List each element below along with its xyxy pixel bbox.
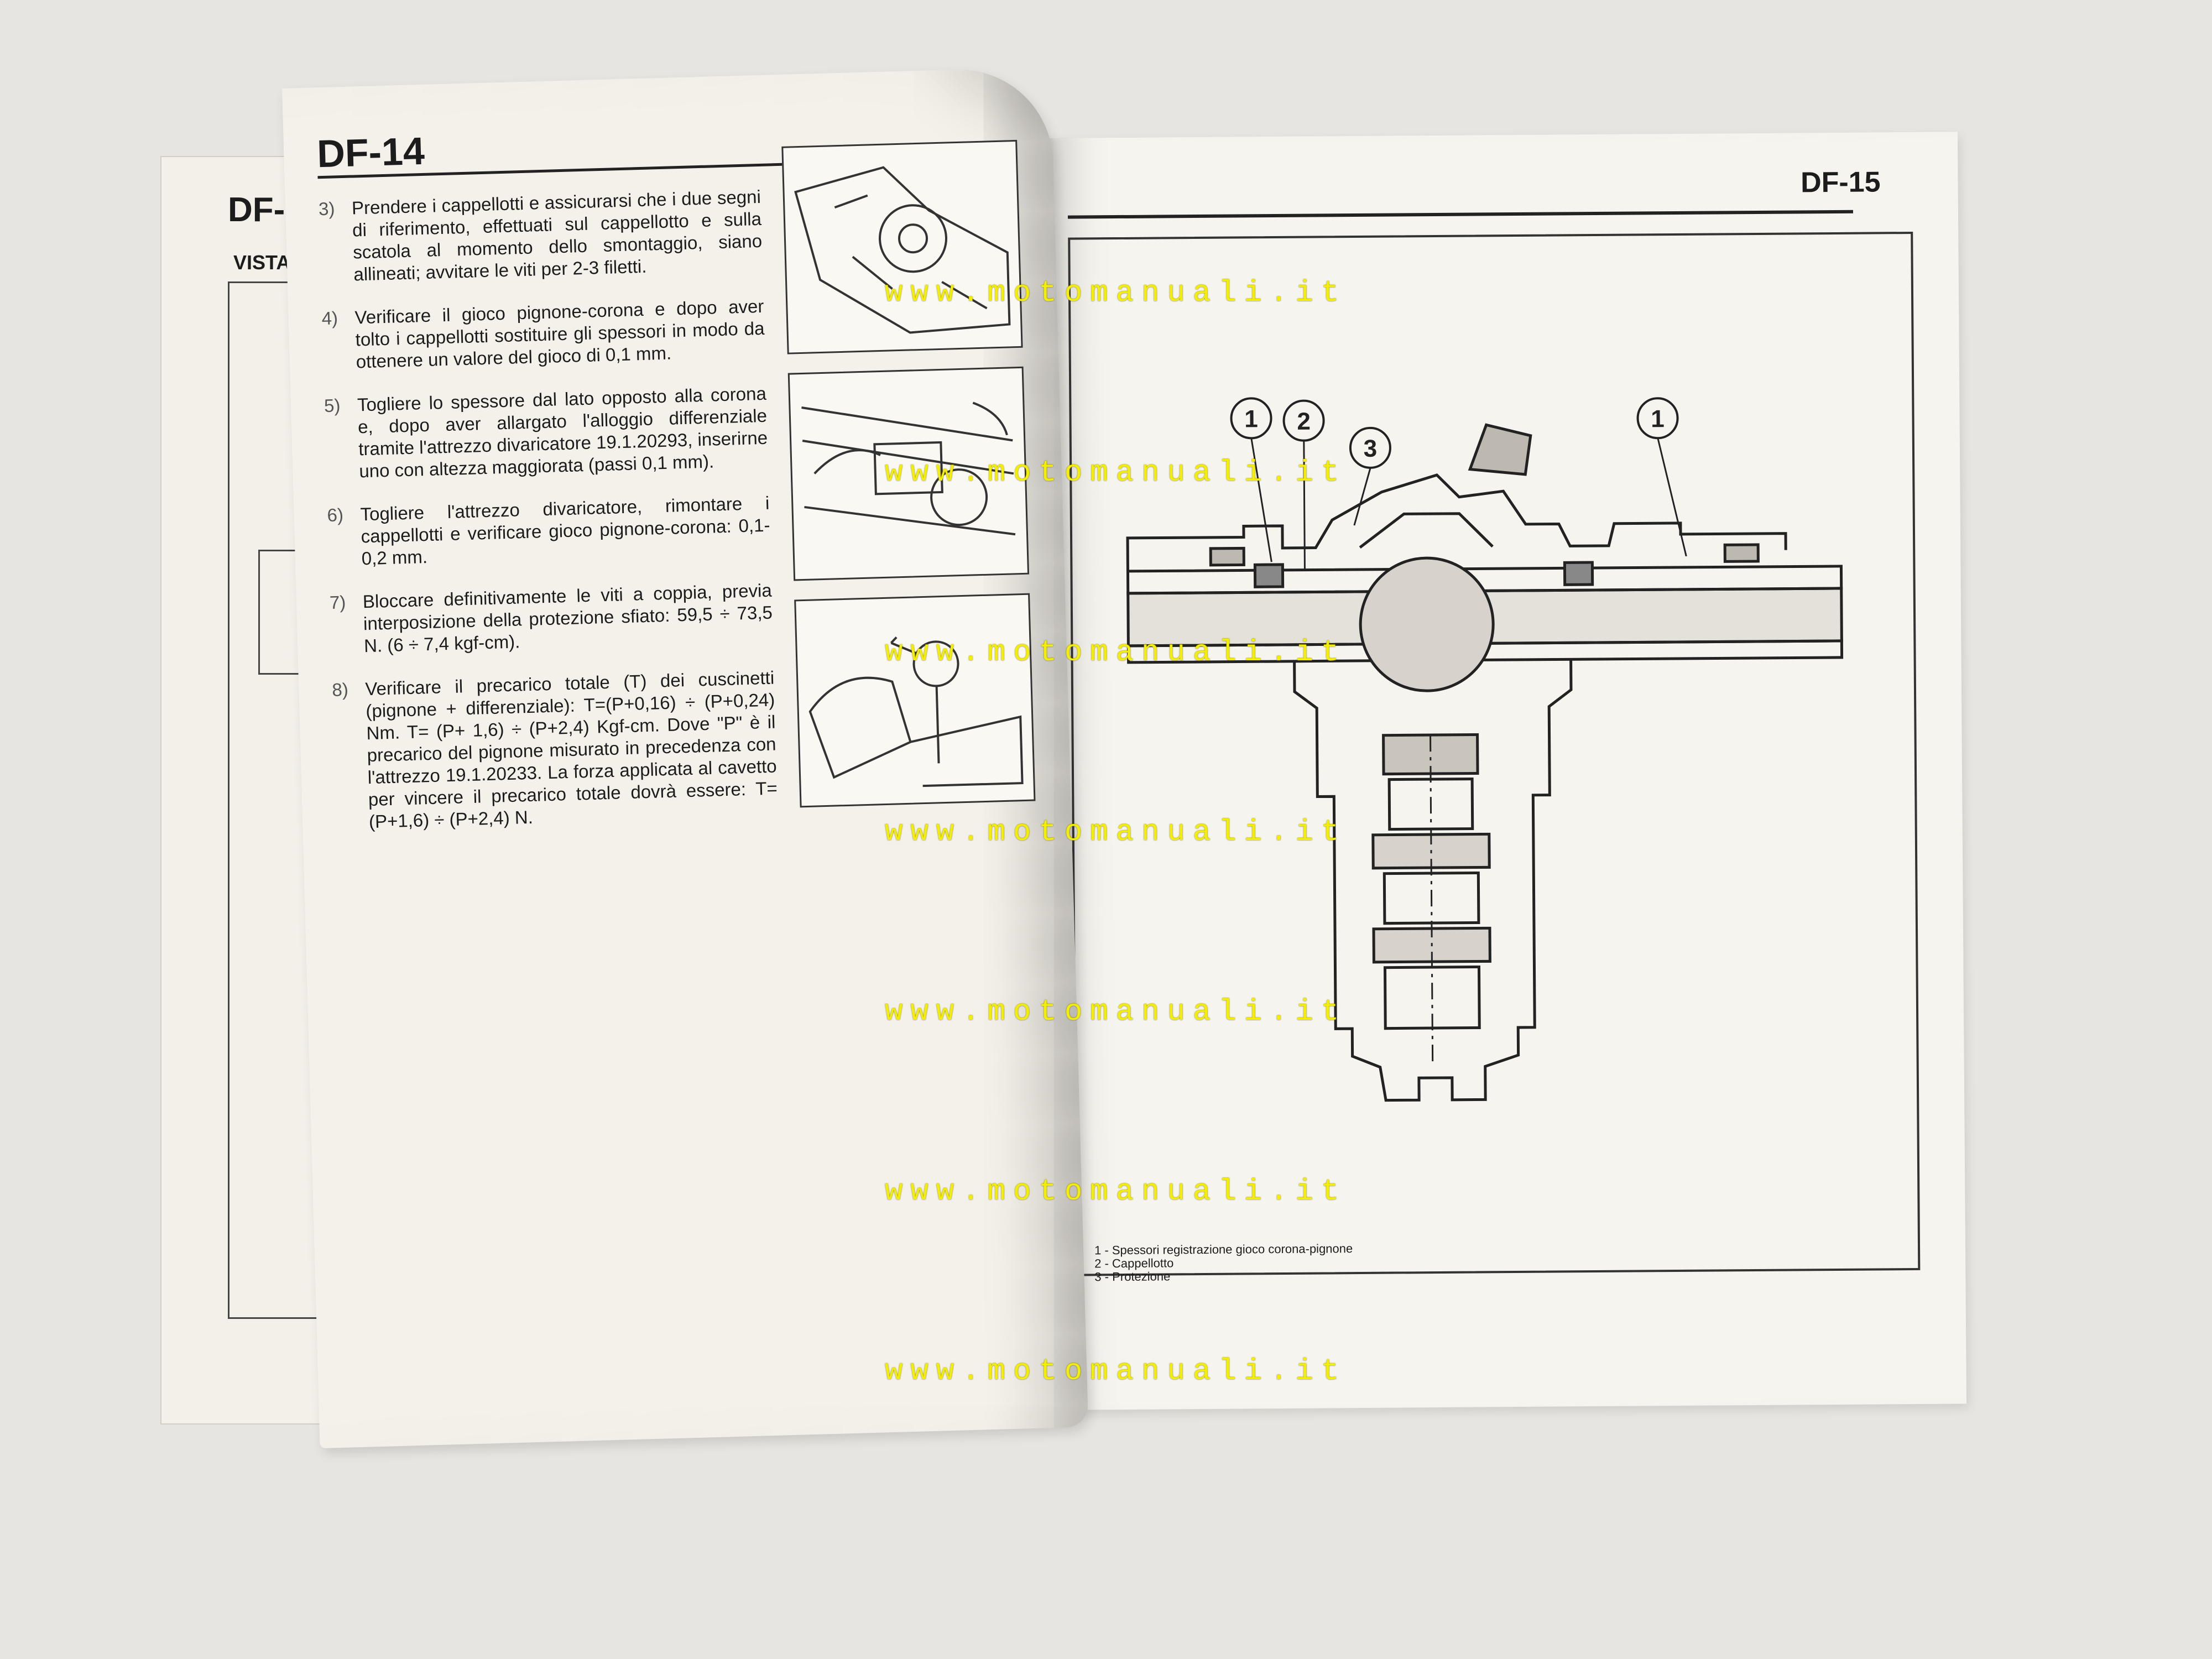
step-item: 7) Bloccare definitivamente le viti a cop… [329, 580, 773, 658]
step-item: 3) Prendere i cappellotti e assicurarsi c… [319, 186, 763, 286]
step-item: 6) Togliere l'attrezzo divaricatore, rimo… [327, 492, 771, 571]
legend-item: 3 - Protezione [1094, 1269, 1171, 1284]
illustration-spreader-tool [787, 366, 1030, 581]
step-number: 8) [331, 679, 349, 700]
differential-cross-section-diagram: 1 2 3 1 [1126, 397, 1844, 1102]
header-rule [1067, 210, 1853, 219]
instruction-steps: 3) Prendere i cappellotti e assicurarsi c… [319, 186, 779, 855]
left-page: DF-14 3) Prendere i cappellotti e assicur… [282, 67, 1089, 1449]
step-item: 5) Togliere lo spessore dal lato opposto … [324, 383, 769, 483]
page-number: DF-14 [316, 129, 425, 176]
step-number: 4) [321, 307, 338, 329]
watermark: www.motomanuali.it [885, 456, 1347, 490]
callout-3: 3 [1364, 435, 1378, 462]
illustration-differential-housing [781, 139, 1023, 354]
illustration-dial-gauge-check [794, 593, 1036, 808]
step-text: Togliere lo spessore dal lato opposto al… [357, 383, 768, 482]
step-number: 3) [318, 198, 335, 220]
watermark: www.motomanuali.it [885, 1175, 1347, 1209]
step-item: 8) Verificare il precarico totale (T) dei… [332, 667, 779, 834]
step-number: 6) [327, 504, 344, 526]
step-number: 7) [329, 592, 346, 613]
step-item: 4) Verificare il gioco pignone-corona e d… [321, 295, 765, 374]
callout-1-right: 1 [1651, 405, 1665, 432]
watermark: www.motomanuali.it [885, 1355, 1347, 1389]
legend-item: 1 - Spessori registrazione gioco corona-… [1094, 1241, 1353, 1258]
callout-2: 2 [1297, 408, 1311, 435]
diagram-legend: 1 - Spessori registrazione gioco corona-… [1094, 1241, 1353, 1284]
right-page: DF-15 [1040, 132, 1967, 1410]
step-text: Bloccare definitivamente le viti a coppi… [362, 580, 773, 656]
watermark: www.motomanuali.it [885, 276, 1347, 310]
callout-1-left: 1 [1244, 405, 1258, 432]
watermark: www.motomanuali.it [885, 816, 1347, 849]
step-text: Prendere i cappellotti e assicurarsi che… [351, 186, 763, 285]
legend-item: 2 - Cappellotto [1094, 1256, 1174, 1271]
watermark: www.motomanuali.it [885, 995, 1347, 1029]
page-number: DF-15 [1800, 166, 1881, 199]
diagram-frame: 1 2 3 1 [1068, 231, 1921, 1276]
step-text: Togliere l'attrezzo divaricatore, rimont… [360, 492, 770, 569]
step-text: Verificare il gioco pignone-corona e dop… [354, 295, 765, 372]
background-page-subheader: VISTA [233, 251, 291, 274]
step-text: Verificare il precarico totale (T) dei c… [364, 667, 778, 832]
step-number: 5) [324, 395, 341, 416]
watermark: www.motomanuali.it [885, 636, 1347, 670]
